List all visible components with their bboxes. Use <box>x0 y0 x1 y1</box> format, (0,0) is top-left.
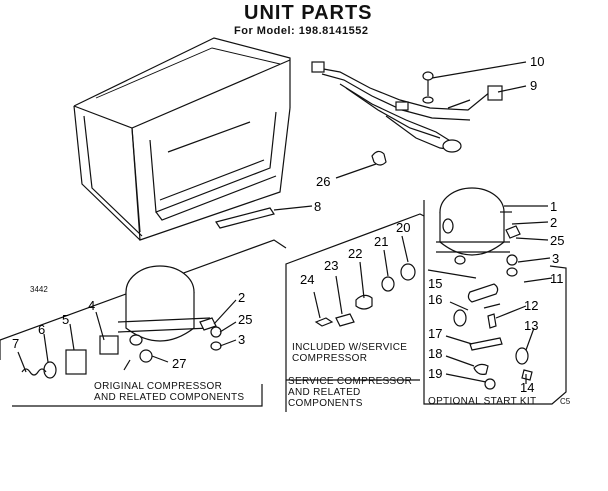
callout-21: 21 <box>374 234 388 249</box>
start-kit-parts <box>453 283 533 390</box>
callout-3-service: 3 <box>552 251 559 266</box>
caption-included-line2: COMPRESSOR <box>292 353 368 364</box>
wiring-harness <box>311 61 503 153</box>
caption-optional-start-kit: OPTIONAL START KIT <box>428 396 537 407</box>
corner-code: C5 <box>560 397 571 406</box>
caption-service-line3: COMPONENTS <box>288 398 363 409</box>
callout-16: 16 <box>428 292 442 307</box>
page-title: UNIT PARTS <box>244 2 373 24</box>
capillary-part-8 <box>215 207 275 229</box>
clip-26 <box>371 150 387 166</box>
caption-included-line1: INCLUDED W/SERVICE <box>292 342 408 353</box>
callout-14: 14 <box>520 380 534 395</box>
side-code: 3442 <box>30 285 48 294</box>
callout-2-original: 2 <box>238 290 245 305</box>
callout-8: 8 <box>314 199 321 214</box>
callout-11: 11 <box>550 271 564 286</box>
callout-25-original: 25 <box>238 312 252 327</box>
caption-original-line1: ORIGINAL COMPRESSOR <box>94 381 223 392</box>
callout-12: 12 <box>524 298 538 313</box>
callout-25-service: 25 <box>550 233 564 248</box>
caption-original-line2: AND RELATED COMPONENTS <box>94 392 245 403</box>
callout-27: 27 <box>172 356 186 371</box>
caption-service-line2: AND RELATED <box>288 387 361 398</box>
service-related-parts <box>314 263 416 327</box>
caption-service-line1: SERVICE COMPRESSOR <box>288 376 413 387</box>
callout-13: 13 <box>524 318 538 333</box>
callout-10: 10 <box>530 54 544 69</box>
callout-17: 17 <box>428 326 442 341</box>
callout-3-original: 3 <box>238 332 245 347</box>
callout-26: 26 <box>316 174 330 189</box>
callout-19: 19 <box>428 366 442 381</box>
original-compressor <box>21 265 222 379</box>
callout-5: 5 <box>62 312 69 327</box>
callout-24: 24 <box>300 272 314 287</box>
callout-6: 6 <box>38 322 45 337</box>
model-subtitle: For Model: 198.8141552 <box>234 25 369 37</box>
callout-9: 9 <box>530 78 537 93</box>
callout-2-service: 2 <box>550 215 557 230</box>
callout-15: 15 <box>428 276 442 291</box>
cabinet-frame <box>73 37 291 241</box>
callout-18: 18 <box>428 346 442 361</box>
callout-20: 20 <box>396 220 410 235</box>
callout-22: 22 <box>348 246 362 261</box>
callout-1: 1 <box>550 199 557 214</box>
callout-23: 23 <box>324 258 338 273</box>
service-compressor <box>436 187 521 277</box>
callout-4: 4 <box>88 298 95 313</box>
callout-7: 7 <box>12 336 19 351</box>
